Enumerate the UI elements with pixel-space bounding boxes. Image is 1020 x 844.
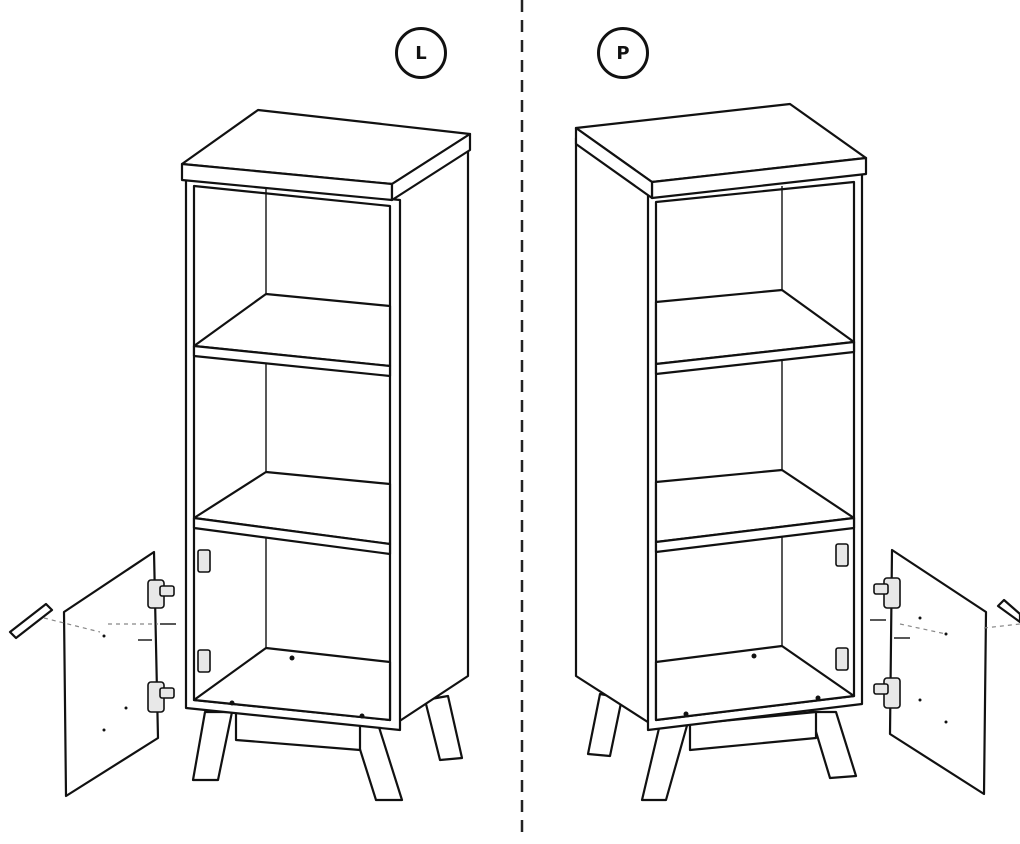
cabinet-left-hinge-plates [197,549,211,673]
door-right [870,548,988,796]
cabinet-right-side [574,136,656,728]
cabinet-left-shelf-upper [192,292,392,378]
handle-right [983,598,1020,629]
variant-label-right-text: P [616,42,630,64]
door-left-hinge-upper [147,579,175,609]
variant-label-left-text: L [415,42,427,64]
door-right-hinge-upper [873,577,901,609]
cabinet-right-top [574,102,868,200]
door-right-hinge-lower [873,677,901,709]
cabinet-left-side [390,138,470,728]
cabinet-left-top [180,108,472,202]
cabinet-right [574,102,868,802]
cabinet-right-floor [654,644,856,722]
door-left [62,550,176,798]
cabinet-left [180,108,472,802]
cabinet-left-shelf-lower [192,470,392,556]
variant-label-left: L [395,27,447,79]
door-left-hinge-lower [147,681,175,713]
cabinet-right-shelf-upper [654,288,856,376]
cabinet-left-floor [192,646,392,722]
variant-label-right: P [597,27,649,79]
cabinet-right-shelf-lower [654,468,856,554]
cabinet-right-hinge-plates [835,543,849,671]
cabinet-left-legs [191,694,464,802]
cabinet-left-interior [192,184,392,722]
handle-left [8,602,101,640]
cabinet-right-interior [654,180,856,722]
